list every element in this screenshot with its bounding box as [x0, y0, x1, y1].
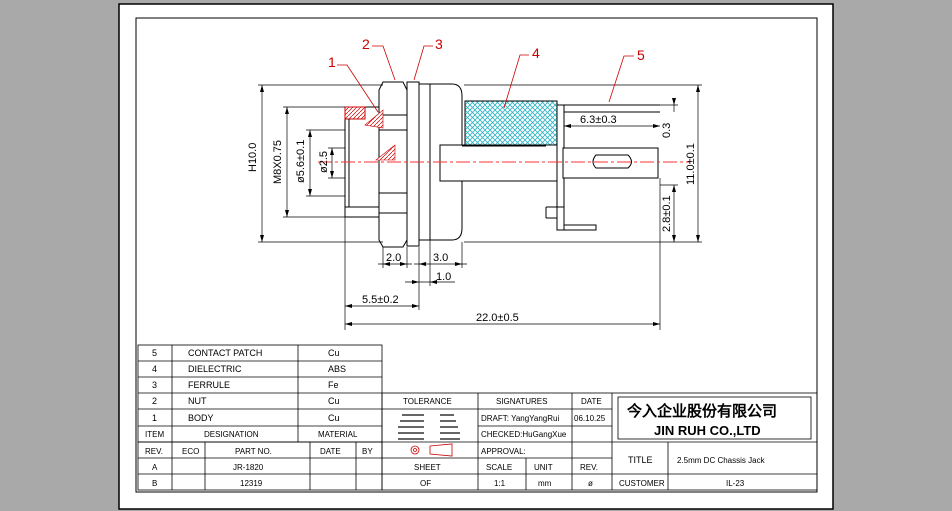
dim-5-6: ø5.6±0.1	[295, 140, 307, 183]
part-drawing	[344, 81, 660, 248]
bom-row-name: CONTACT PATCH	[188, 348, 262, 358]
rev-header-eco: ECO	[182, 447, 199, 456]
dim-2-8: 2.8±0.1	[661, 195, 673, 232]
projection-symbol	[410, 443, 453, 457]
bom-row-name: NUT	[188, 396, 207, 406]
dim-3-0: 3.0	[433, 252, 448, 264]
bom-row-name: FERRULE	[188, 380, 230, 390]
rev-header-by: BY	[362, 447, 373, 456]
sheet-label: SHEET	[414, 463, 441, 472]
bom-header-item: ITEM	[145, 430, 164, 439]
customer-value: IL-23	[726, 479, 745, 488]
rev-header-date: DATE	[320, 447, 341, 456]
approval-signature: APPROVAL:	[481, 447, 526, 456]
dim-2-5: ø2.5	[318, 151, 330, 173]
dim-5-5: 5.5±0.2	[362, 294, 399, 306]
bom-row-no: 3	[152, 380, 157, 390]
rev-row-part-no: JR-1820	[233, 463, 264, 472]
company-name-en: JIN RUH CO.,LTD	[654, 423, 761, 438]
rev-row-rev: B	[152, 479, 157, 488]
bom-row-material: Fe	[328, 380, 339, 390]
bom-row-name: BODY	[188, 413, 214, 423]
inner-frame	[135, 17, 818, 493]
company-name-cn: 今入企业股份有限公司	[626, 402, 777, 420]
draft-date: 06.10.25	[574, 414, 606, 423]
customer-label: CUSTOMER	[619, 479, 665, 488]
signatures-label: SIGNATURES	[496, 397, 547, 406]
rev-header-rev: REV.	[145, 447, 163, 456]
bom-row-no: 5	[152, 348, 157, 358]
bom-row-no: 4	[152, 364, 157, 374]
unit-label: UNIT	[534, 463, 553, 472]
dimension-arrows	[260, 85, 700, 326]
bom-header-material: MATERIAL	[318, 430, 358, 439]
scale-value: 1:1	[494, 479, 506, 488]
dim-m8: M8X0.75	[272, 140, 284, 184]
dim-11-0: 11.0±0.1	[685, 143, 697, 185]
title-label: TITLE	[628, 455, 653, 465]
balloon-3: 3	[435, 36, 443, 52]
dim-2-0: 2.0	[386, 252, 401, 264]
dim-22-0: 22.0±0.5	[476, 312, 519, 324]
bom-row-material: Cu	[328, 413, 340, 423]
rev-row-rev: A	[152, 463, 158, 472]
checked-signature: CHECKED:HuGangXue	[481, 430, 567, 439]
dim-6-3: 6.3±0.3	[580, 114, 617, 126]
balloon-2: 2	[362, 36, 370, 52]
bom-row-material: Cu	[328, 396, 340, 406]
rev-label: REV.	[580, 463, 598, 472]
rev-header-part-no: PART NO.	[235, 447, 272, 456]
balloon-1: 1	[328, 54, 336, 70]
unit-value: mm	[538, 479, 552, 488]
bom-row-material: ABS	[328, 364, 346, 374]
leader-lines	[337, 45, 634, 113]
rev-value: ø	[588, 479, 593, 488]
bom-row-no: 1	[152, 413, 157, 423]
scale-label: SCALE	[486, 463, 512, 472]
draft-signature: DRAFT: YangYangRui	[481, 414, 559, 423]
balloon-4: 4	[532, 45, 540, 61]
dim-1-0: 1.0	[436, 271, 451, 283]
balloon-5: 5	[637, 47, 645, 63]
drawing-title: 2.5mm DC Chassis Jack	[677, 456, 766, 465]
sheet-value: OF	[420, 479, 431, 488]
dim-h10: H10.0	[247, 143, 259, 172]
title-block-grid	[381, 392, 818, 491]
bom-header-designation: DESIGNATION	[204, 430, 259, 439]
bom-row-material: Cu	[328, 348, 340, 358]
date-label: DATE	[581, 397, 602, 406]
tolerance-label: TOLERANCE	[403, 397, 452, 406]
dim-0-3: 0.3	[661, 123, 673, 138]
bom-row-name: DIELECTRIC	[188, 364, 242, 374]
bom-rows: 5 CONTACT PATCH Cu 4 DIELECTRIC ABS 3 FE…	[145, 348, 358, 439]
rev-row-part-no: 12319	[240, 479, 263, 488]
bom-row-no: 2	[152, 396, 157, 406]
revision-rows: REV. ECO PART NO. DATE BY A JR-1820 B 12…	[145, 447, 373, 488]
tolerance-table-graphic	[398, 414, 460, 440]
revision-table-grid	[137, 441, 383, 491]
